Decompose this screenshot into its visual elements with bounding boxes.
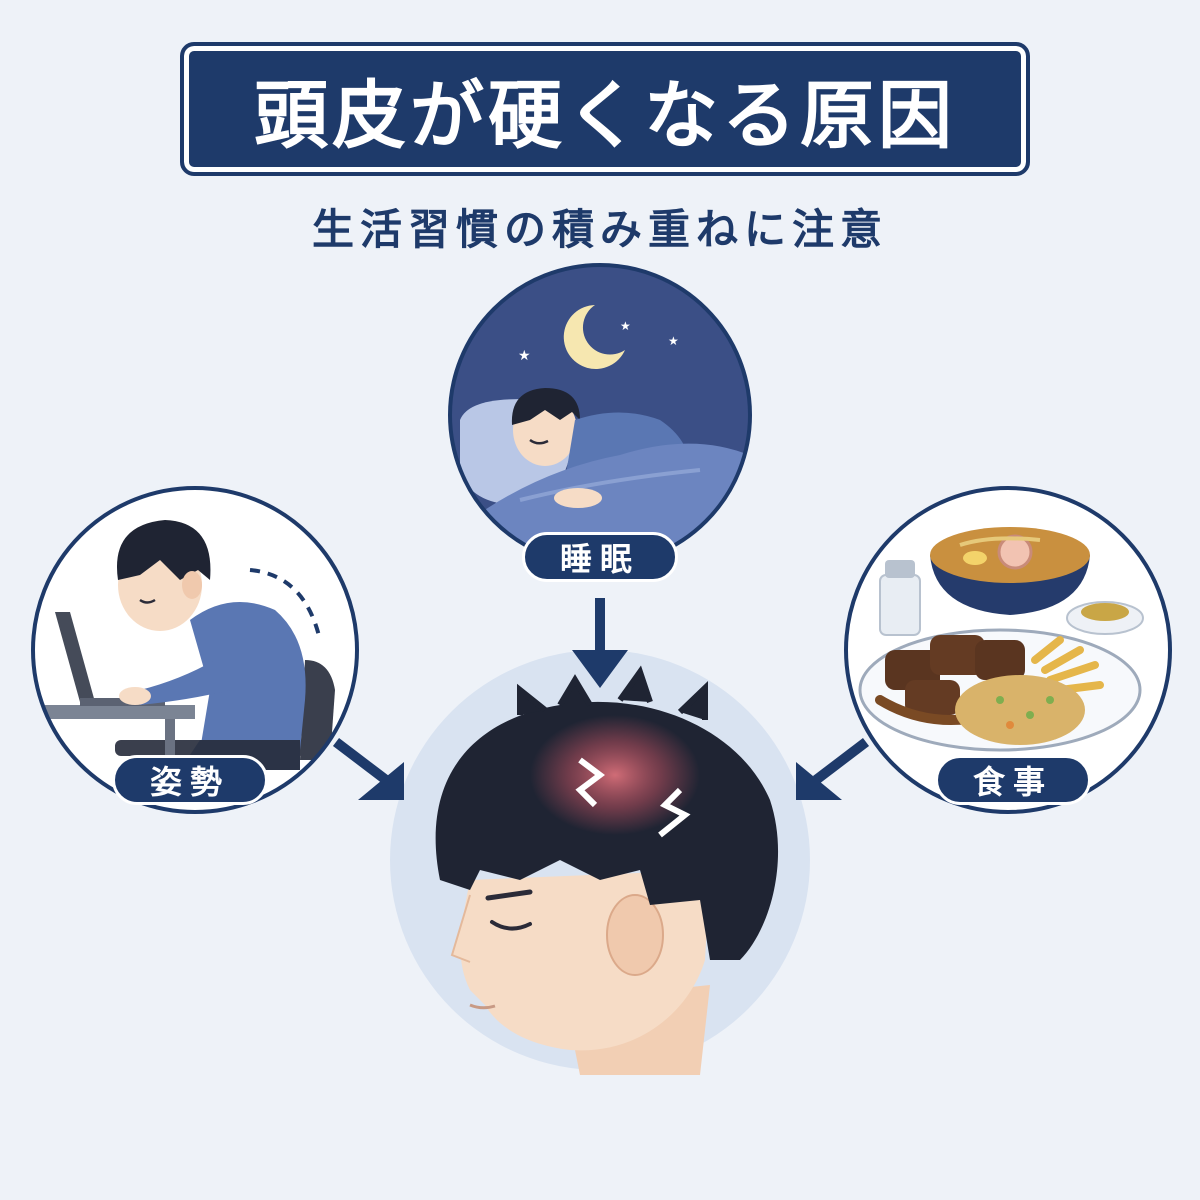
- laptop-screen: [55, 612, 95, 702]
- tension-zigzag-right: [658, 787, 691, 838]
- ear: [606, 894, 664, 976]
- label-sleep: 睡眠: [522, 532, 678, 582]
- eyebrow: [485, 889, 533, 901]
- moon-icon: [563, 305, 625, 369]
- star-icon: ★: [620, 319, 631, 333]
- title-banner: 頭皮が硬くなる原因: [180, 42, 1030, 176]
- meat-piece: [975, 640, 1025, 680]
- hair-spikes: [517, 665, 708, 720]
- mouth: [469, 1003, 496, 1010]
- arrow-diet-to-head: [812, 738, 870, 784]
- center-head-illustration: [390, 650, 810, 1075]
- meat-piece: [905, 680, 960, 715]
- page-subtitle: 生活習慣の積み重ねに注意: [311, 205, 888, 254]
- arrowhead-sleep: [572, 650, 628, 688]
- sleeper-hair: [511, 388, 580, 425]
- noodles: [959, 536, 1041, 547]
- egg-icon: [963, 551, 987, 565]
- meat-piece: [930, 635, 985, 675]
- sleep-cause: ★ ★ ★: [448, 263, 752, 567]
- fries: [1031, 636, 1104, 694]
- salt-shaker-cap: [885, 560, 915, 578]
- sleeper-closed-eye: [529, 438, 549, 445]
- person-ear: [182, 571, 202, 599]
- chair-back: [300, 660, 335, 760]
- label-posture: 姿勢: [112, 755, 268, 805]
- arrowhead-diet: [796, 762, 842, 800]
- sleeper-hand: [554, 488, 602, 508]
- person-hand: [119, 687, 151, 705]
- desk-leg: [165, 719, 175, 769]
- diet-cause: [844, 486, 1172, 814]
- fried-rice: [955, 675, 1085, 745]
- nose: [450, 894, 471, 963]
- star-icon: ★: [518, 348, 531, 364]
- posture-curve-indicator: [249, 568, 322, 641]
- scalp-tension-glow: [530, 715, 700, 835]
- arrow-posture-to-head: [332, 738, 390, 784]
- person-hair: [116, 520, 211, 580]
- person-arm: [140, 660, 230, 705]
- arrowhead-posture: [358, 762, 404, 800]
- desk: [45, 705, 195, 719]
- blanket-fold: [519, 468, 701, 502]
- person-eye: [139, 598, 156, 604]
- laptop-base: [80, 698, 165, 706]
- person-shirt: [190, 602, 306, 750]
- tension-zigzag-left: [575, 757, 605, 808]
- star-icon: ★: [668, 334, 679, 348]
- closed-eye: [490, 920, 532, 931]
- page-title: 頭皮が硬くなる原因: [254, 72, 956, 159]
- chashu-slice: [997, 534, 1033, 570]
- pickles: [1081, 603, 1129, 621]
- label-diet: 食事: [935, 755, 1091, 805]
- salt-shaker-icon: [879, 574, 921, 636]
